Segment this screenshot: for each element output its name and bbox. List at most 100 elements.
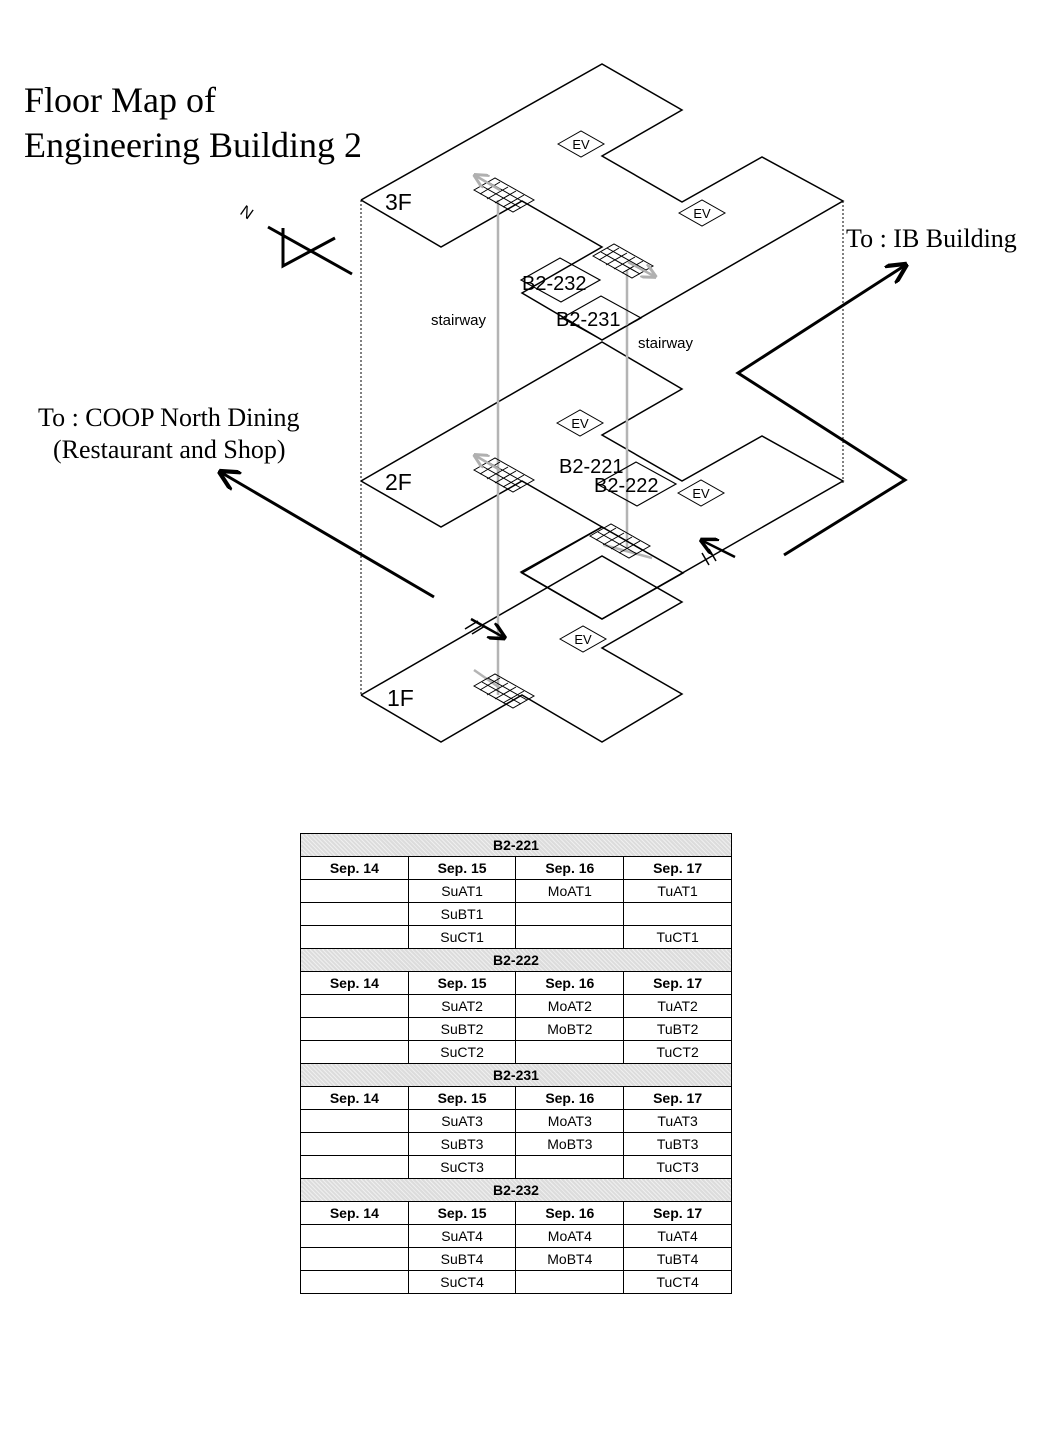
session-cell: SuCT4 [407,1270,517,1294]
north-label: N [237,203,256,224]
day-header-row: Sep. 14 Sep. 15 Sep. 16 Sep. 17 [300,856,732,880]
session-cell: TuCT1 [623,925,732,949]
day-header: Sep. 14 [300,1201,409,1225]
stairway-label: stairway [638,335,694,352]
floor-label-3f: 3F [385,189,412,215]
room-name: B2-232 [300,1178,732,1202]
session-cell [300,1040,409,1064]
stairway-label: stairway [431,312,487,329]
session-cell [300,925,409,949]
stair-icon [588,523,652,559]
day-header: Sep. 17 [623,1086,732,1110]
session-cell: MoBT3 [515,1132,625,1156]
elevator-label: EV [571,416,589,431]
elevator-label: EV [692,486,710,501]
route-to-coop: To : COOP North Dining (Restaurant and S… [38,403,435,599]
elevator-label: EV [572,137,590,152]
session-cell: SuAT4 [407,1224,517,1248]
entrance-arrow [703,541,736,559]
room-label: B2-221 [559,456,624,478]
session-cell [300,879,409,903]
room-header-row: B2-232 [300,1178,732,1202]
session-cell: TuCT4 [623,1270,732,1294]
session-cell: SuCT1 [407,925,517,949]
elevator-icon: EV [677,199,727,227]
to-coop-label: (Restaurant and Shop) [53,435,286,464]
floor-label-1f: 1F [387,685,414,711]
room-name: B2-221 [300,833,732,857]
elevator-icon: EV [558,625,608,653]
session-cell [515,925,625,949]
session-cell: SuAT3 [407,1109,517,1133]
table-row: SuAT4 MoAT4 TuAT4 [300,1224,732,1248]
session-cell: TuBT2 [623,1017,732,1041]
session-cell: SuCT3 [407,1155,517,1179]
room-label: B2-222 [594,475,659,497]
room-name: B2-222 [300,948,732,972]
day-header: Sep. 17 [623,856,732,880]
route-to-ib-building: To : IB Building [735,224,1017,557]
session-cell: MoAT3 [515,1109,625,1133]
session-cell [300,994,409,1018]
elevator-icon: EV [556,130,606,158]
session-cell [300,1224,409,1248]
table-row: SuCT2 TuCT2 [300,1040,732,1064]
session-cell: TuBT4 [623,1247,732,1271]
session-cell: SuAT1 [407,879,517,903]
day-header: Sep. 14 [300,856,409,880]
day-header-row: Sep. 14 Sep. 15 Sep. 16 Sep. 17 [300,1201,732,1225]
room-label: B2-231 [556,309,621,331]
building-outline [360,200,844,695]
session-cell: SuBT1 [407,902,517,926]
table-row: SuCT1 TuCT1 [300,925,732,949]
session-cell [515,1040,625,1064]
session-cell: SuBT2 [407,1017,517,1041]
session-cell: MoAT1 [515,879,625,903]
session-cell: TuAT1 [623,879,732,903]
session-cell [300,1247,409,1271]
map-title-line1: Floor Map of [24,80,216,120]
floor-1f-outline [360,555,684,743]
room-label: B2-232 [522,273,587,295]
stair-direction-arrow [476,176,654,472]
north-compass-icon: N [237,203,353,276]
session-cell [623,902,732,926]
session-cell [300,902,409,926]
session-cell: SuCT2 [407,1040,517,1064]
session-cell [300,1132,409,1156]
stair-icon [591,243,655,279]
session-cell [300,1017,409,1041]
session-cell [300,1109,409,1133]
map-title-line2: Engineering Building 2 [24,125,362,165]
entrance-mark [464,548,717,635]
floor-label-2f: 2F [385,469,412,495]
session-cell: TuBT3 [623,1132,732,1156]
day-header: Sep. 14 [300,971,409,995]
courtyard-outline [519,526,685,620]
day-header: Sep. 17 [623,1201,732,1225]
room-name: B2-231 [300,1063,732,1087]
floor-map: Floor Map of Engineering Building 2 N 3F… [24,63,1017,743]
day-header: Sep. 16 [515,1201,625,1225]
table-row: SuBT3 MoBT3 TuBT3 [300,1132,732,1156]
session-cell [300,1270,409,1294]
day-header-row: Sep. 14 Sep. 15 Sep. 16 Sep. 17 [300,971,732,995]
session-cell: TuAT4 [623,1224,732,1248]
session-schedule-table: B2-221 Sep. 14 Sep. 15 Sep. 16 Sep. 17 S… [300,833,732,1294]
session-cell: TuAT2 [623,994,732,1018]
room-header-row: B2-221 [300,833,732,857]
table-row: SuAT3 MoAT3 TuAT3 [300,1109,732,1133]
day-header: Sep. 14 [300,1086,409,1110]
stair-icon [472,673,536,709]
table-row: SuCT3 TuCT3 [300,1155,732,1179]
room-b2-231: B2-231 [556,295,643,341]
day-header: Sep. 17 [623,971,732,995]
table-row: SuAT2 MoAT2 TuAT2 [300,994,732,1018]
elevator-label: EV [574,632,592,647]
table-row: SuBT2 MoBT2 TuBT2 [300,1017,732,1041]
session-cell: MoBT2 [515,1017,625,1041]
session-cell [515,1270,625,1294]
day-header: Sep. 15 [407,971,517,995]
session-cell: TuCT2 [623,1040,732,1064]
room-header-row: B2-231 [300,1063,732,1087]
